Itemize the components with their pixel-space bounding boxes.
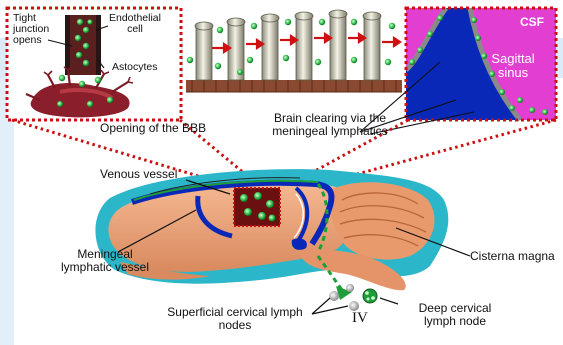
brain-illustration [95,169,448,300]
superficial-nodes-label: Superficial cervical lymph nodes [150,306,320,332]
venous-vessel-label: Venous vessel [100,168,177,181]
brain-clearing-label: Brain clearing via the meningeal lymphat… [240,112,420,138]
meningeal-lymphatic-vessel-label: Meningeal lymphatic vessel [50,248,160,274]
lymphatic-inset [183,8,405,103]
tight-junction-label: Tight junction opens [13,13,49,46]
endothelial-cell-label: Endothelial cell [109,13,161,35]
csf-label: CSF [520,16,544,29]
roman-four-label: IV [352,312,368,325]
opening-bbb-label: Opening of the BBB [100,122,206,135]
cisterna-magna-label: Cisterna magna [470,250,555,263]
sagittal-sinus-label: Sagittal sinus [478,52,548,80]
deep-node-label: Deep cervical lymph node [400,302,510,328]
lymph-nodes [329,284,377,311]
astocytes-label: Astocytes [112,62,158,73]
